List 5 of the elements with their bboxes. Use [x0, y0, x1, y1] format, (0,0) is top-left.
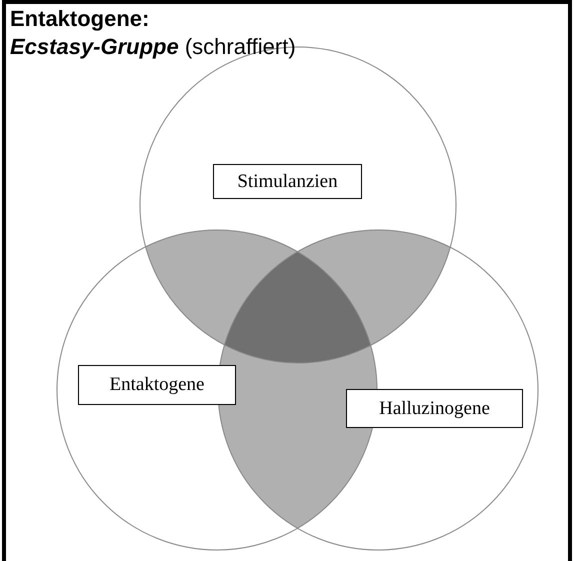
label-box: Stimulanzien	[213, 164, 362, 199]
label-box: Entaktogene	[78, 365, 236, 405]
label-box: Halluzinogene	[346, 389, 523, 428]
heading: Entaktogene:	[10, 6, 150, 32]
subheading: Ecstasy-Gruppe (schraffiert)	[10, 34, 296, 60]
